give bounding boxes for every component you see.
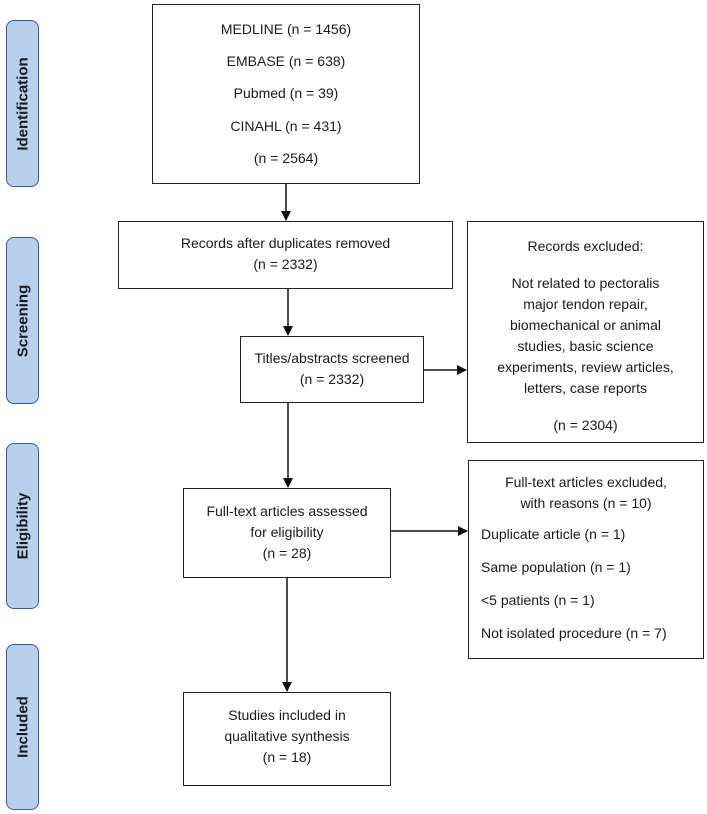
fulltext-excluded-reason-4: Not isolated procedure (n = 7)	[481, 625, 667, 641]
records-excluded-reason-4: studies, basic science	[517, 338, 654, 354]
records-excluded-count: (n = 2304)	[553, 417, 618, 433]
included-box: Studies included in qualitative synthesi…	[183, 692, 391, 786]
fulltext-excluded-title-2: with reasons (n = 10)	[520, 495, 652, 511]
identification-box: MEDLINE (n = 1456) EMBASE (n = 638) Pubm…	[152, 4, 420, 184]
stage-identification: Identification	[6, 20, 39, 187]
cinahl-count: CINAHL (n = 431)	[230, 117, 342, 134]
fulltext-assessed-line-2: for eligibility	[250, 524, 324, 540]
records-excluded-box: Records excluded: Not related to pectora…	[467, 221, 704, 443]
fulltext-assessed-count: (n = 28)	[262, 545, 312, 561]
fulltext-excluded-box: Full-text articles excluded, with reason…	[468, 460, 704, 659]
duplicates-removed-label: Records after duplicates removed	[180, 235, 391, 251]
included-count: (n = 18)	[262, 749, 312, 765]
stage-screening: Screening	[6, 237, 39, 404]
pubmed-count: Pubmed (n = 39)	[233, 85, 339, 102]
included-line-2: qualitative synthesis	[224, 728, 350, 744]
medline-count: MEDLINE (n = 1456)	[220, 20, 352, 37]
duplicates-removed-count: (n = 2332)	[253, 256, 318, 272]
records-excluded-reason-1: Not related to pectoralis	[511, 275, 660, 291]
fulltext-assessed-box: Full-text articles assessed for eligibil…	[183, 488, 391, 578]
stage-included: Included	[6, 644, 39, 810]
records-excluded-title: Records excluded:	[527, 238, 644, 254]
records-excluded-reason-6: letters, case reports	[524, 380, 647, 396]
screened-box: Titles/abstracts screened (n = 2332)	[240, 336, 424, 403]
fulltext-excluded-reason-1: Duplicate article (n = 1)	[481, 526, 626, 542]
duplicates-removed-box: Records after duplicates removed (n = 23…	[118, 221, 453, 289]
embase-count: EMBASE (n = 638)	[226, 53, 346, 70]
screened-count: (n = 2332)	[299, 371, 365, 387]
fulltext-excluded-title-1: Full-text articles excluded,	[505, 474, 667, 490]
fulltext-excluded-reason-2: Same population (n = 1)	[481, 559, 631, 575]
records-excluded-reason-2: major tendon repair,	[523, 296, 648, 312]
identification-total: (n = 2564)	[253, 150, 319, 167]
stage-eligibility: Eligibility	[6, 443, 39, 609]
screened-label: Titles/abstracts screened	[254, 350, 410, 366]
fulltext-assessed-line-1: Full-text articles assessed	[206, 503, 368, 519]
records-excluded-reason-5: experiments, review articles,	[497, 359, 674, 375]
fulltext-excluded-reason-3: <5 patients (n = 1)	[481, 592, 595, 608]
included-line-1: Studies included in	[228, 707, 346, 723]
records-excluded-reason-3: biomechanical or animal	[510, 317, 661, 333]
